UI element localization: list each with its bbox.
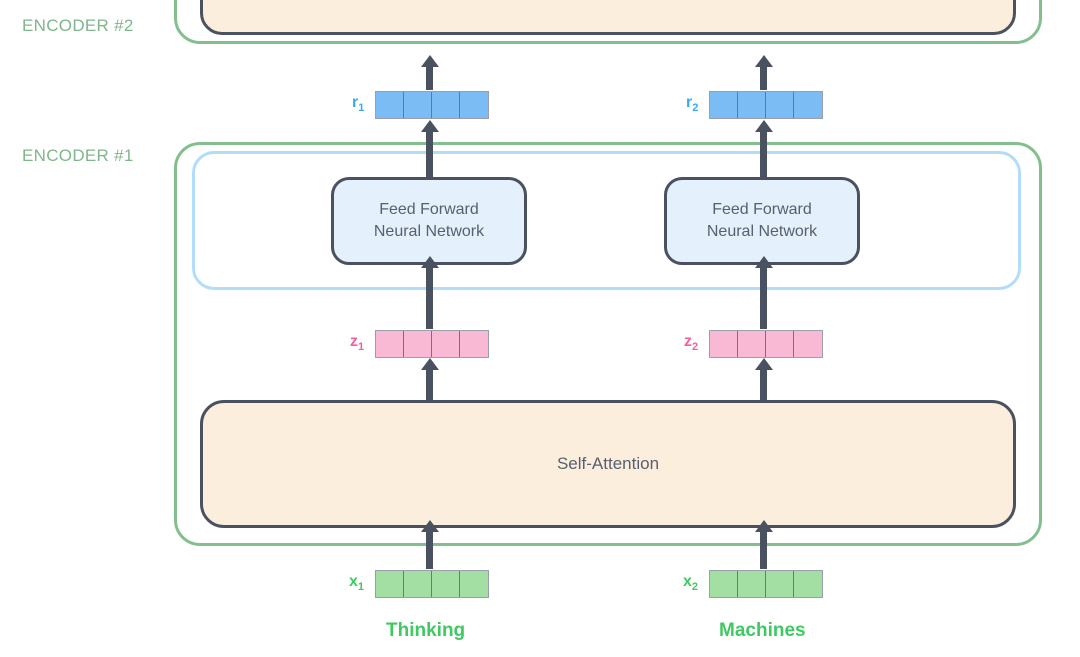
arrow-z2-to-ffn2 (760, 267, 767, 329)
vector-label-z2: z2 (684, 333, 698, 353)
vector-cell (404, 331, 432, 357)
vector-r2 (709, 91, 823, 119)
vector-cell (404, 571, 432, 597)
feed-forward-block-2: Feed Forward Neural Network (664, 177, 860, 265)
vector-label-r2-sub: 2 (692, 102, 699, 115)
vector-x2 (709, 570, 823, 598)
vector-cell (376, 571, 404, 597)
vector-cell (766, 92, 794, 118)
vector-label-z1-sub: 1 (358, 341, 365, 354)
arrow-x2-to-selfattention (760, 531, 767, 569)
vector-cell (794, 571, 822, 597)
arrow-selfattention-to-z1 (426, 369, 433, 401)
vector-cell (738, 571, 766, 597)
vector-cell (766, 331, 794, 357)
vector-cell (794, 331, 822, 357)
vector-label-x2-text: x (683, 573, 692, 590)
token-label-1: Thinking (386, 620, 466, 641)
vector-x1 (375, 570, 489, 598)
vector-cell (710, 571, 738, 597)
vector-cell (738, 92, 766, 118)
feed-forward-block-1: Feed Forward Neural Network (331, 177, 527, 265)
feed-forward-layer-container (192, 151, 1021, 290)
vector-cell (460, 571, 488, 597)
vector-r1 (375, 91, 489, 119)
vector-cell (432, 571, 460, 597)
vector-z2 (709, 330, 823, 358)
vector-label-x2: x2 (683, 573, 698, 593)
vector-cell (794, 92, 822, 118)
ffn-line-2: Neural Network (373, 223, 485, 240)
vector-label-z1-text: z (350, 333, 358, 350)
vector-cell (710, 331, 738, 357)
encoder-1-container (174, 142, 1042, 546)
arrow-ffn2-to-r2 (760, 131, 767, 178)
vector-label-x2-sub: 2 (691, 581, 699, 594)
token-label-2: Machines (719, 620, 806, 641)
ffn-line-1: Feed Forward (379, 201, 479, 219)
vector-label-x1-sub: 1 (357, 581, 365, 594)
vector-label-x1: x1 (349, 573, 364, 593)
vector-cell (432, 92, 460, 118)
encoder-1-label: ENCODER #1 (22, 146, 134, 165)
vector-cell (460, 331, 488, 357)
arrow-selfattention-to-z2 (760, 369, 767, 401)
vector-z1 (375, 330, 489, 358)
self-attention-block: Self-Attention (200, 400, 1016, 528)
vector-label-z1: z1 (350, 333, 364, 353)
arrow-x1-to-selfattention (426, 531, 433, 569)
encoder-2-container (174, 0, 1042, 44)
feed-forward-block-1-text: Feed Forward Neural Network (374, 199, 484, 242)
vector-cell (404, 92, 432, 118)
self-attention-label: Self-Attention (556, 453, 660, 473)
vector-cell (460, 92, 488, 118)
vector-cell (432, 331, 460, 357)
vector-cell (710, 92, 738, 118)
vector-cell (376, 331, 404, 357)
encoder-2-label: ENCODER #2 (22, 16, 134, 35)
feed-forward-block-2-text: Feed Forward Neural Network (707, 199, 817, 242)
vector-cell (738, 331, 766, 357)
arrow-r1-to-encoder2 (426, 66, 433, 90)
ffn-line-2: Neural Network (706, 223, 818, 240)
vector-label-z2-text: z (684, 333, 692, 350)
vector-label-x1-text: x (349, 573, 358, 590)
arrow-r2-to-encoder2 (760, 66, 767, 90)
vector-label-r2-text: r (686, 94, 693, 111)
vector-label-r1-text: r (352, 94, 359, 111)
arrow-ffn1-to-r1 (426, 131, 433, 178)
vector-label-r2: r2 (686, 94, 698, 114)
ffn-line-1: Feed Forward (712, 201, 812, 219)
vector-label-z2-sub: 2 (692, 341, 699, 354)
vector-label-r1-sub: 1 (358, 102, 365, 115)
vector-cell (766, 571, 794, 597)
vector-cell (376, 92, 404, 118)
encoder-2-inner-block (200, 0, 1016, 35)
arrow-z1-to-ffn1 (426, 267, 433, 329)
vector-label-r1: r1 (352, 94, 364, 114)
